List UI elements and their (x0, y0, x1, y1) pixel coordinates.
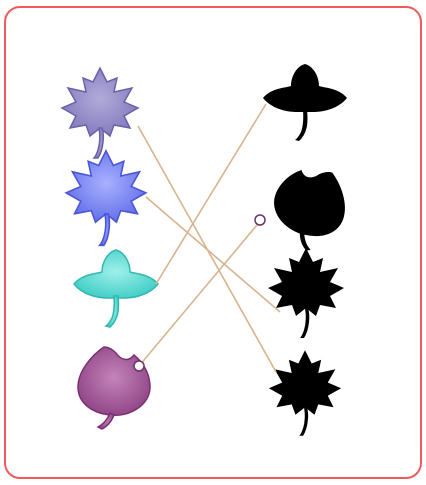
shadow-leaf-maple-large[interactable] (268, 248, 344, 338)
colored-leaf-maple-purple[interactable] (62, 68, 138, 158)
colored-leaf-maple-blue[interactable] (66, 151, 146, 246)
match-line-blue-to-large-maple (146, 197, 280, 312)
line-endpoint-round-shadow[interactable] (255, 215, 265, 225)
shadow-leaf-round[interactable] (261, 157, 357, 259)
match-line-plum-to-round (139, 219, 262, 366)
line-endpoint-plum[interactable] (134, 361, 144, 371)
colored-leaf-round-plum[interactable] (78, 347, 150, 429)
shadow-leaf-lobed[interactable] (263, 64, 347, 141)
colored-leaf-lobed-teal[interactable] (74, 250, 158, 327)
shadow-leaf-maple-small[interactable] (269, 350, 341, 436)
